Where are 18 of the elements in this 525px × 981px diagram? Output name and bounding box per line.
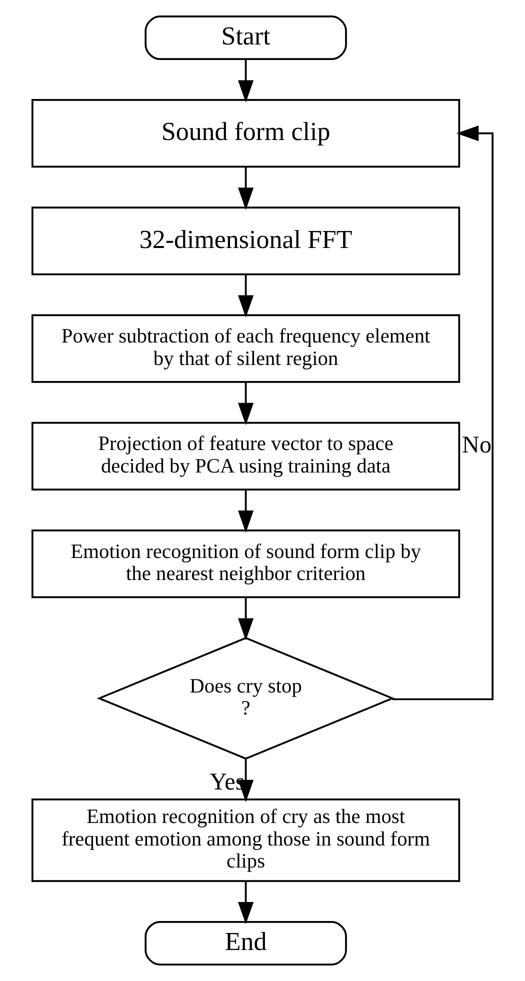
- arrow: [238, 598, 254, 640]
- node-box: 32-dimensional FFT: [32, 206, 460, 276]
- arrow: [238, 166, 254, 210]
- arrow: [238, 274, 254, 318]
- node-box: Sound form clip: [32, 99, 460, 168]
- node-diamond: Does cry stop ?: [96, 637, 395, 760]
- arrow: [238, 490, 254, 533]
- node-box: End: [144, 920, 347, 966]
- arrow: [238, 382, 254, 426]
- arrow: [392, 126, 494, 700]
- node-box: Emotion recognition of sound form clip by the nearest neighbor criterion: [32, 529, 460, 598]
- node-box: Power subtraction of each frequency element by that of silent region: [32, 314, 460, 383]
- node-box: Emotion recognition of cry as the most frequent emotion among those in sound form clips: [32, 798, 460, 882]
- arrow: [238, 882, 254, 924]
- node-box: Projection of feature vector to space decided by PCA using training data: [32, 422, 460, 490]
- arrow: [238, 59, 254, 103]
- node-box: Start: [144, 16, 347, 60]
- edge-label: No: [462, 432, 492, 458]
